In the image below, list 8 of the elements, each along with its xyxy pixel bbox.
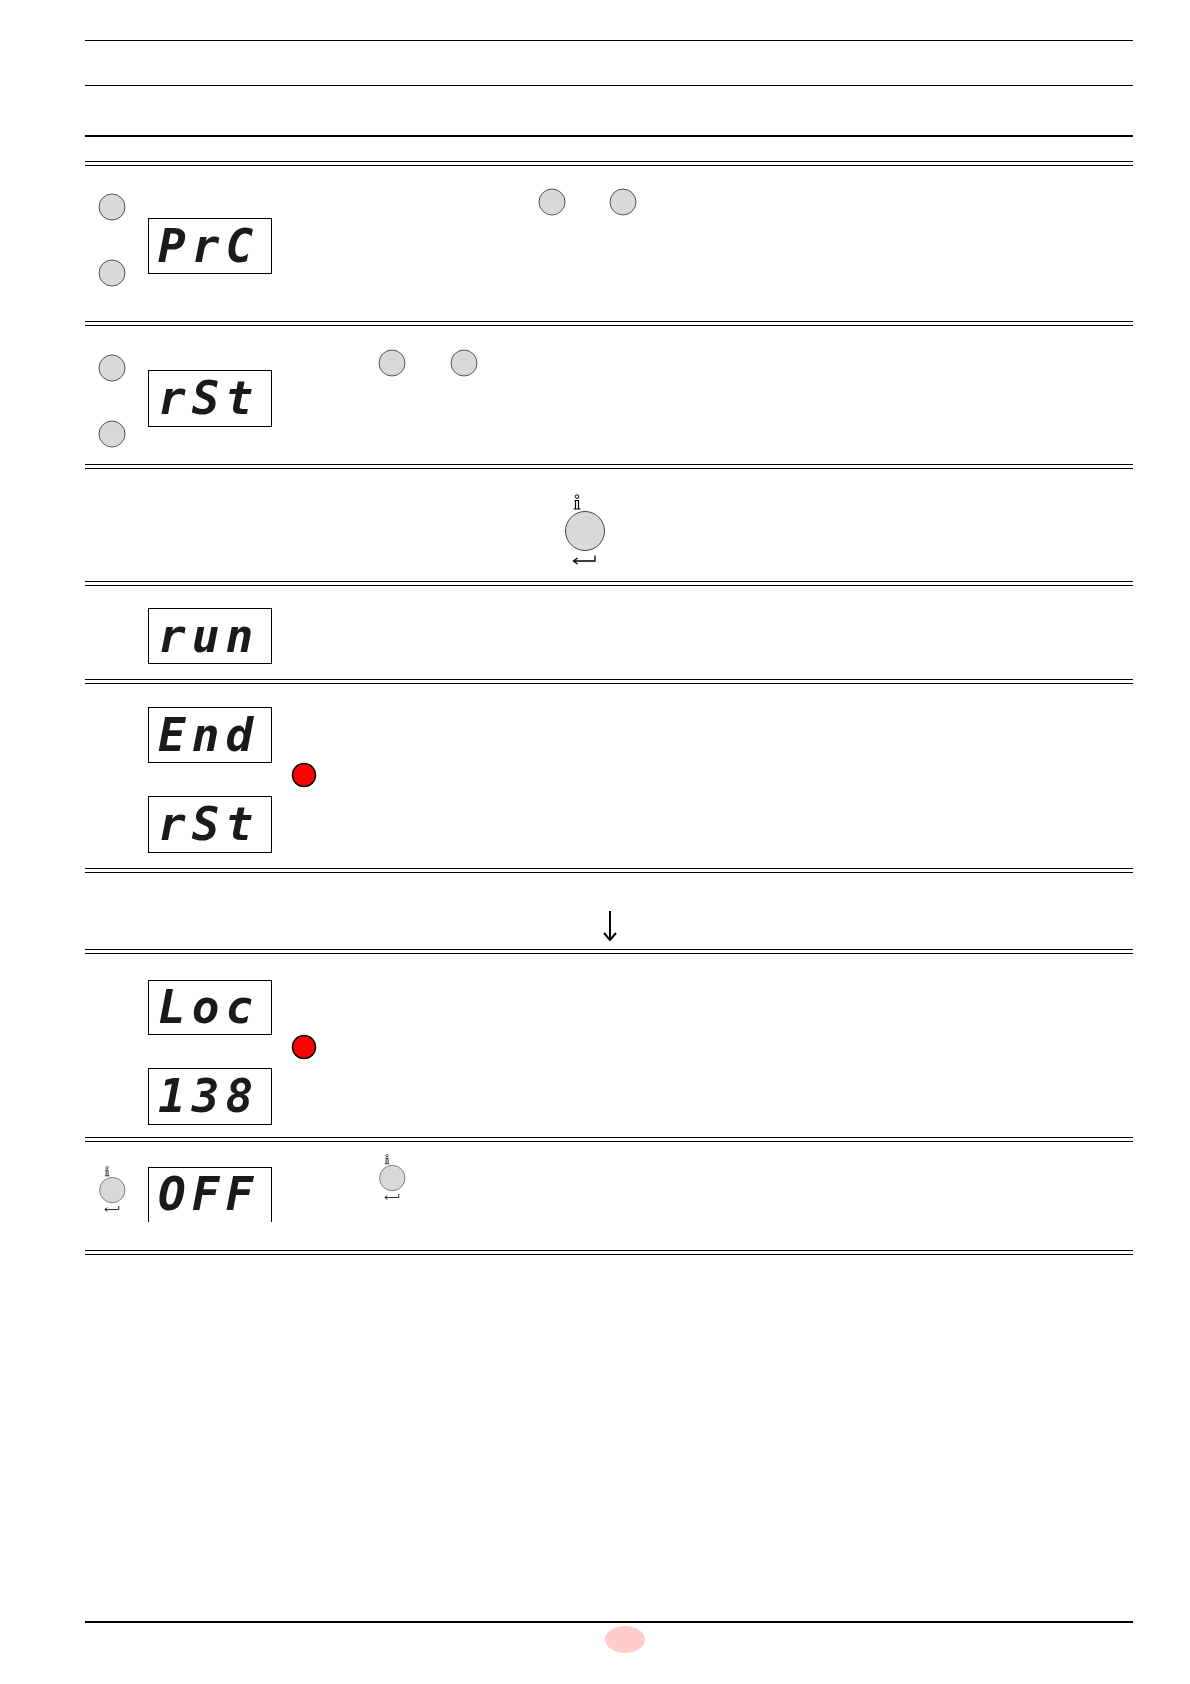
seven-segment-display: rSt [148, 370, 272, 427]
seven-segment-display: End [148, 707, 272, 763]
seven-segment-display: rSt [148, 796, 272, 853]
seven-segment-display: PrC [148, 218, 272, 274]
seven-segment-display: 138 [148, 1068, 272, 1125]
seven-segment-display: Loc [148, 980, 272, 1035]
seven-segment-display: OFF [148, 1167, 272, 1222]
seven-segment-display: run [148, 608, 272, 664]
